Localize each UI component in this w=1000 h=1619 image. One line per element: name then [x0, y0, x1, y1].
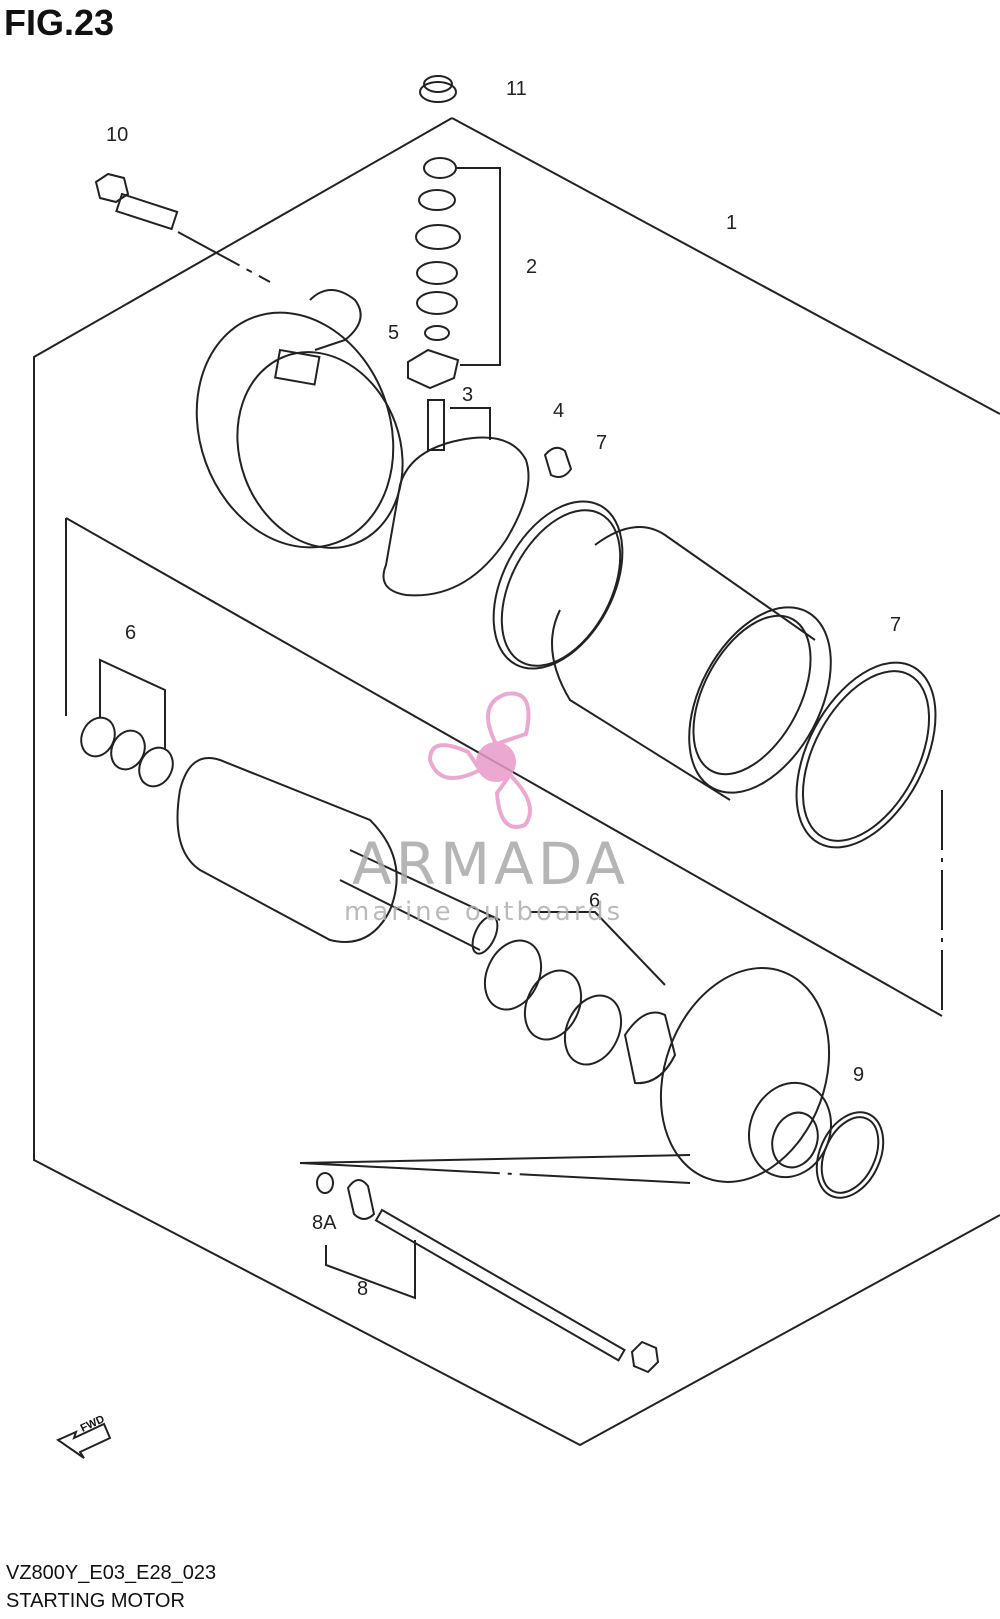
callout-8[interactable]: 8 [357, 1278, 369, 1300]
callout-4[interactable]: 4 [553, 400, 565, 422]
watermark-propeller-icon [427, 691, 532, 829]
o-ring-7-upper [492, 500, 624, 670]
callout-5[interactable]: 5 [388, 322, 400, 344]
armature [176, 757, 501, 955]
bolt-10 [94, 172, 271, 283]
parts-8 [316, 1172, 660, 1374]
brush-holder-3 [382, 399, 530, 597]
figure-code: VZ800Y_E03_E28_023 [6, 1562, 217, 1584]
nut-11 [419, 75, 457, 103]
washers-6-left [80, 658, 174, 788]
callout-11[interactable]: 11 [506, 78, 527, 100]
callout-2[interactable]: 2 [526, 256, 538, 278]
o-ring-9 [815, 1111, 885, 1199]
callout-6-left[interactable]: 6 [125, 622, 137, 644]
brush-4 [543, 446, 573, 478]
yoke-housing [551, 526, 832, 801]
callout-6-right[interactable]: 6 [589, 890, 601, 912]
callout-9[interactable]: 9 [853, 1064, 865, 1086]
callout-3[interactable]: 3 [462, 384, 474, 406]
figure-title: FIG.23 [4, 2, 115, 43]
o-ring-7-lower [795, 661, 937, 849]
fwd-arrow-icon [55, 1422, 112, 1459]
watermark-name: ARMADA [352, 830, 630, 898]
figure-name: STARTING MOTOR [6, 1590, 185, 1612]
callout-7-upper[interactable]: 7 [596, 432, 608, 454]
callout-10[interactable]: 10 [106, 124, 129, 146]
washers-6-right [483, 911, 677, 1085]
rear-cover [195, 289, 404, 549]
watermark-tagline: marine outboards [344, 897, 624, 927]
callout-8a[interactable]: 8A [312, 1212, 337, 1234]
callout-1[interactable]: 1 [726, 212, 738, 234]
washer-stack [407, 157, 501, 390]
assembly-outline [451, 117, 1000, 415]
callout-7-lower[interactable]: 7 [890, 614, 902, 636]
